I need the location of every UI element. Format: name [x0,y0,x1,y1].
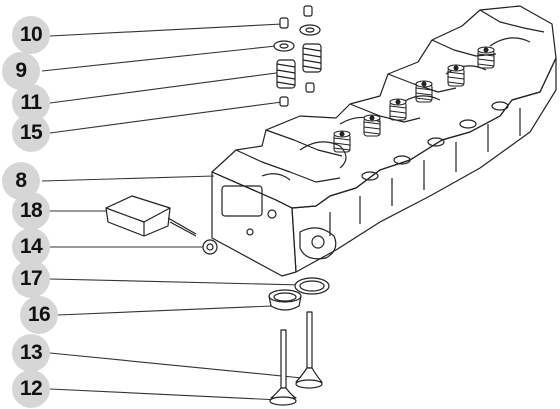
valve-keepers [279,5,313,29]
valve-stem-seals [279,82,315,107]
valve-seat-ring [294,277,330,295]
cylinder-head-top-deck [211,5,557,209]
valve-seat-insert [268,289,302,311]
callout-12: 12 [12,370,50,408]
cylinder-head-front-face [211,171,297,277]
cylinder-head-side-face [291,57,557,273]
callout-14: 14 [12,228,50,266]
sensor [105,195,197,237]
callout-17: 17 [12,260,50,298]
callout-16: 16 [20,296,58,334]
callout-15: 15 [12,114,50,152]
callout-9: 9 [2,52,40,90]
spring-retainers [273,24,321,52]
callout-13: 13 [12,334,50,372]
cylinder-head [211,5,557,277]
callout-18: 18 [12,192,50,230]
callout-10: 10 [12,16,50,54]
installed-valve-springs [333,46,495,153]
leader-lines [41,23,303,401]
intake-valve [269,329,297,406]
exhaust-valve [295,311,323,389]
plug [202,239,218,255]
valve-springs [276,43,322,89]
